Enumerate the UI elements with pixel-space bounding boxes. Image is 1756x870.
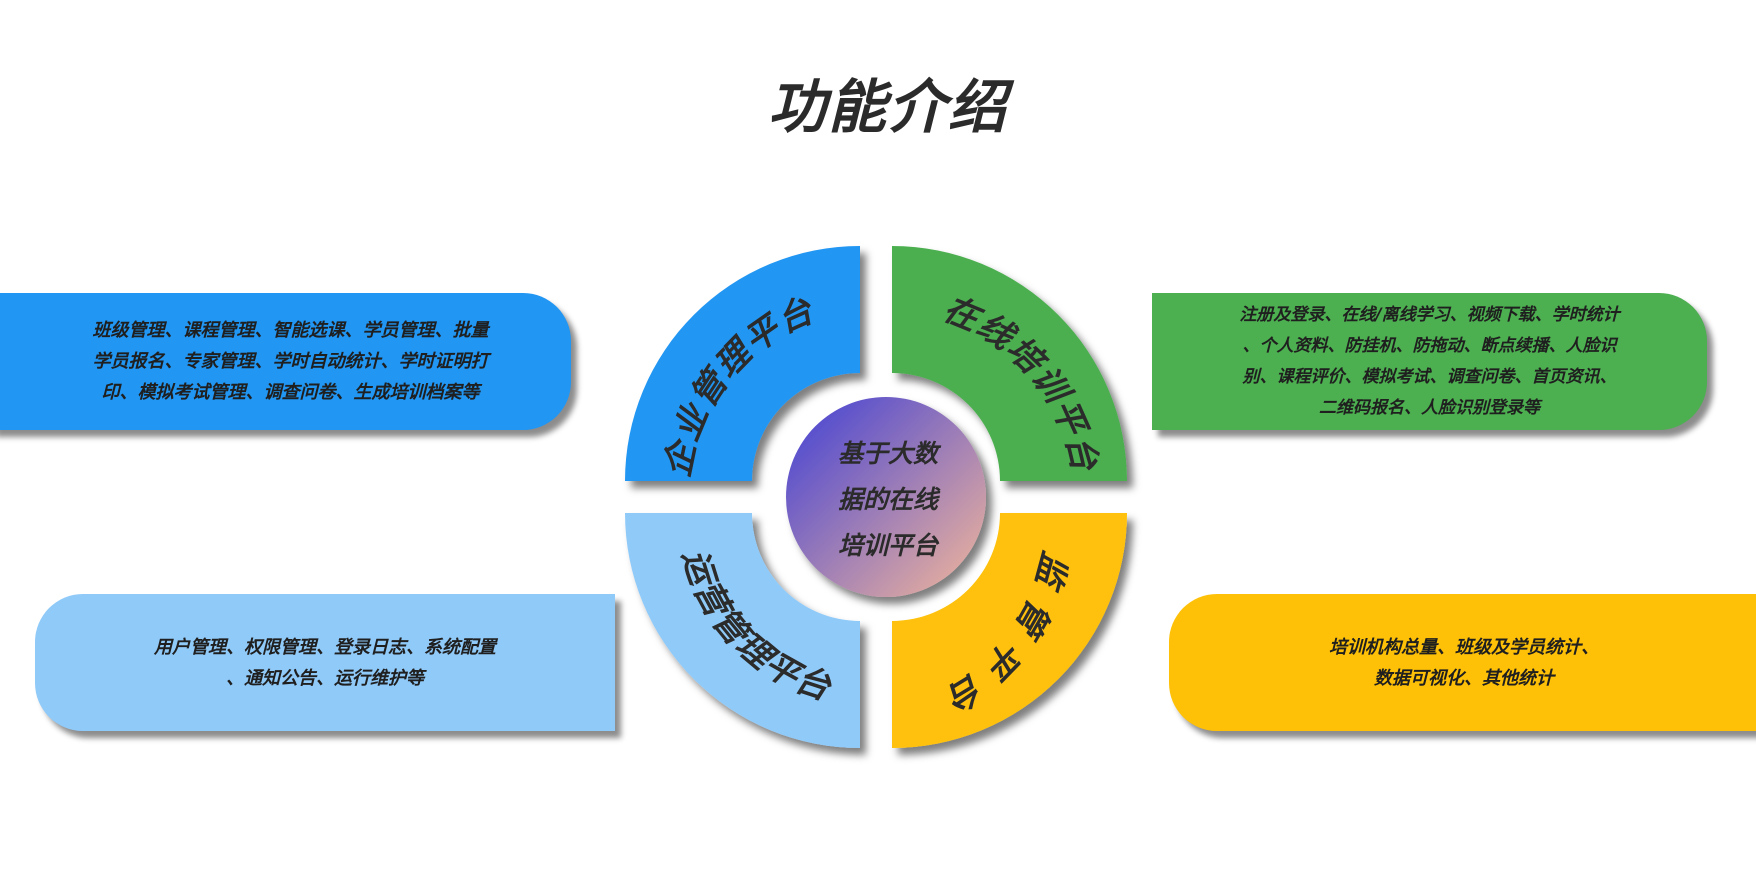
online-training-platform-segment: [892, 246, 1127, 481]
operations-platform-segment: [625, 513, 860, 748]
center-label-line: 据的在线: [838, 485, 941, 514]
center-label-line: 培训平台: [838, 531, 940, 560]
enterprise-feature-line: 班级管理、课程管理、智能选课、学员管理、批量: [92, 320, 489, 341]
supervision-feature-line: 数据可视化、其他统计: [1374, 667, 1554, 689]
supervision-feature-line: 培训机构总量、班级及学员统计、: [1329, 636, 1599, 658]
center-circle: [786, 397, 986, 597]
enterprise-feature-line: 印、模拟考试管理、调查问卷、生成培训档案等: [101, 382, 480, 403]
online-training-feature-panel: 注册及登录、在线/离线学习、视频下载、学时统计 、个人资料、防挂机、防拖动、断点…: [1152, 293, 1707, 430]
online-feature-line: 注册及登录、在线/离线学习、视频下载、学时统计: [1239, 304, 1620, 325]
supervision-feature-panel: 培训机构总量、班级及学员统计、 数据可视化、其他统计: [1169, 594, 1756, 731]
operations-feature-panel: 用户管理、权限管理、登录日志、系统配置 、通知公告、运行维护等: [35, 594, 615, 731]
online-feature-line: 二维码报名、人脸识别登录等: [1319, 397, 1540, 418]
center-label-line: 基于大数: [838, 439, 942, 468]
page-title: 功能介绍: [767, 73, 1008, 141]
enterprise-platform-segment: [625, 246, 860, 481]
operations-feature-line: 、通知公告、运行维护等: [226, 667, 424, 689]
operations-feature-line: 用户管理、权限管理、登录日志、系统配置: [154, 636, 496, 658]
online-feature-line: 别、课程评价、模拟考试、调查问卷、首页资讯、: [1242, 366, 1617, 387]
enterprise-feature-line: 学员报名、专家管理、学时自动统计、学时证明打: [92, 351, 489, 372]
supervision-platform-segment: [892, 513, 1127, 748]
enterprise-feature-panel: 班级管理、课程管理、智能选课、学员管理、批量 学员报名、专家管理、学时自动统计、…: [0, 293, 571, 430]
online-feature-line: 、个人资料、防挂机、防拖动、断点续播、人脸识: [1242, 335, 1617, 356]
